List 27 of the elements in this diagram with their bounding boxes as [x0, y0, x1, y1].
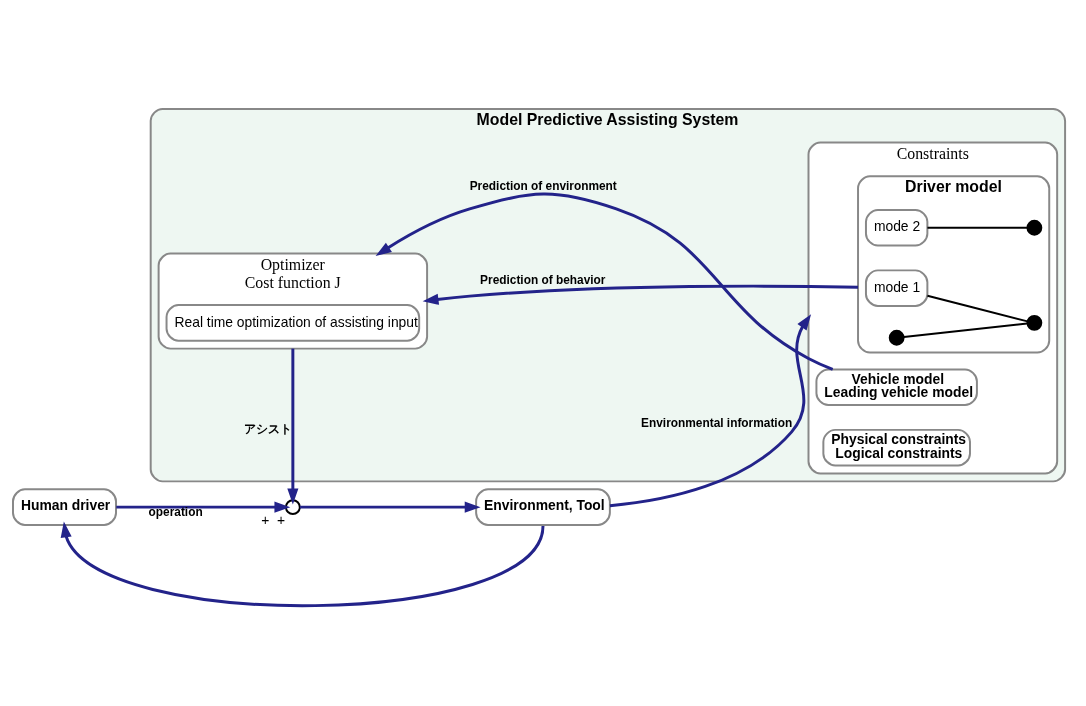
node-circle — [1026, 314, 1043, 331]
edge-label: Prediction of environment — [469, 178, 617, 193]
arrow — [422, 284, 859, 305]
connector — [926, 294, 1029, 322]
arrow — [60, 521, 545, 607]
connector — [926, 226, 1028, 229]
arrow — [287, 348, 299, 504]
arrow — [609, 313, 812, 507]
node-label: + + — [261, 511, 286, 528]
node-box: Physical constraints Logical constraints — [822, 428, 971, 466]
edge-label: operation — [148, 504, 203, 519]
node-circle — [284, 498, 301, 515]
edge-label: アシスト — [244, 421, 293, 436]
node-box: Vehicle model Leading vehicle model — [815, 367, 978, 406]
edge-label: Prediction of behavior — [480, 272, 606, 287]
node-box: mode 2 — [864, 208, 929, 247]
node-circle — [888, 329, 905, 346]
node-box: Environment, Tool — [475, 487, 611, 526]
node-box: Real time optimization of assisting input — [165, 303, 421, 342]
arrow — [300, 501, 481, 513]
node-circle — [1026, 219, 1043, 236]
edge-label: Environmental information — [641, 415, 793, 430]
node-box: Human driver — [12, 487, 117, 526]
arrow — [375, 192, 834, 371]
node-box: mode 1 — [864, 268, 929, 307]
connector — [902, 322, 1029, 338]
arrow — [116, 501, 291, 513]
